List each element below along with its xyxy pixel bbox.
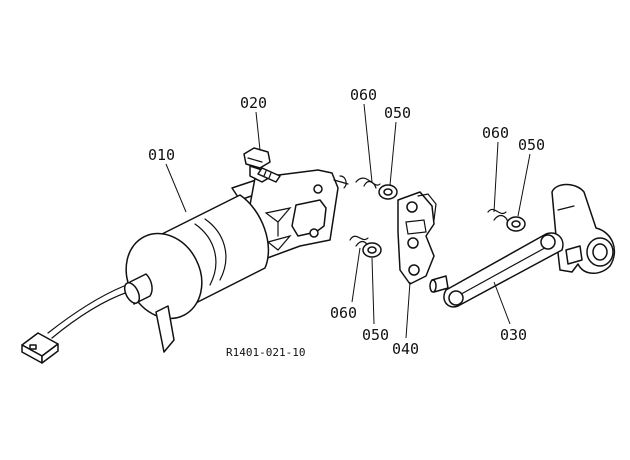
label-050-right: 050 [518, 136, 545, 154]
drawing-number: R1401-021-10 [226, 346, 305, 359]
washer-right-050 [506, 216, 526, 232]
wire-connector [21, 332, 59, 364]
label-050-lower-left: 050 [362, 326, 389, 344]
solenoid-010 [21, 169, 339, 364]
bracket-040 [397, 191, 437, 285]
washer-upper-left-050 [378, 184, 398, 200]
label-020: 020 [240, 94, 267, 112]
label-030: 030 [500, 326, 527, 344]
link-030 [429, 183, 616, 308]
pin-upper-left-060 [333, 175, 381, 189]
label-040: 040 [392, 340, 419, 358]
bolt-020 [243, 147, 281, 183]
label-050-upper-left: 050 [384, 104, 411, 122]
label-060-lower-left: 060 [330, 304, 357, 322]
leader-lines [165, 103, 531, 339]
label-060-upper-left: 060 [350, 86, 377, 104]
pin-right-060 [487, 208, 509, 223]
label-060-right: 060 [482, 124, 509, 142]
washer-lower-left-050 [362, 242, 382, 258]
label-010: 010 [148, 146, 175, 164]
